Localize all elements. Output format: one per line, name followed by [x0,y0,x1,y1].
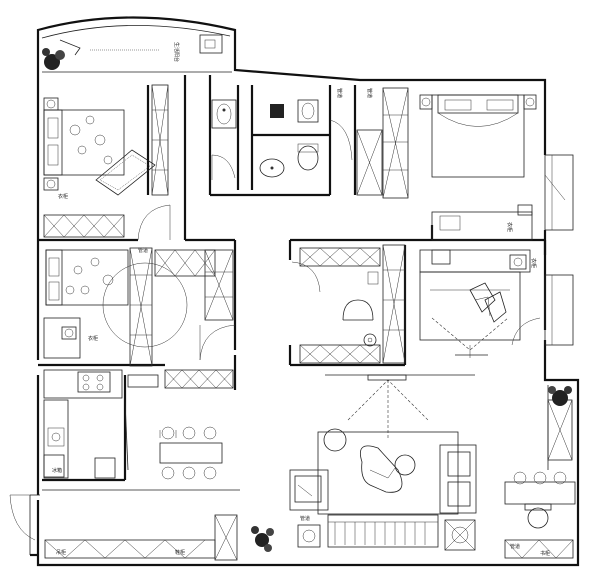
interior-walls [38,75,547,482]
bedroom-1: 衣柜 [43,84,171,241]
pipe-label-3: 管道 [138,247,148,254]
master-bedroom: 管道 衣柜 [356,87,574,241]
exterior-walls [29,16,580,567]
bottom-label-1: 吊柜 [56,549,66,556]
balcony-right: 管道 [504,385,576,550]
plant-icon [42,48,65,70]
fridge-label: 冰箱 [52,467,62,474]
plant-icon [251,526,274,552]
balcony: 生活阳台 [41,25,232,73]
bedroom-3: 衣柜 [419,249,574,358]
cabinet-label-1: 衣柜 [506,222,513,232]
study-room [291,244,406,364]
cabinet-label-3: 衣柜 [88,335,98,342]
pipe-label-2: 管道 [336,88,343,98]
cabinet-label-4: 衣柜 [530,258,537,268]
pipe-label-5: 管道 [510,543,520,550]
bedroom-2: 管道 衣柜 [43,247,236,367]
kitchen: 冰箱 [43,369,234,479]
toilet-tank [270,104,284,118]
bottom-label-2: 鞋柜 [175,549,185,556]
living-room: 管道 [251,374,477,552]
wardrobe [382,87,409,199]
bottom-label-3: 书柜 [540,550,550,557]
pipe-label-1: 管道 [366,88,373,98]
plant-icon [548,386,572,406]
entrance: 吊柜 鞋柜 书柜 [9,489,574,561]
pipe-label-4: 管道 [300,515,310,522]
wardrobe-b1 [43,214,125,238]
dining-area [159,426,223,480]
balcony-label: 生活阳台 [173,42,180,62]
cabinet-label-2: 衣柜 [58,193,68,200]
bathrooms: 管道 [211,85,353,190]
